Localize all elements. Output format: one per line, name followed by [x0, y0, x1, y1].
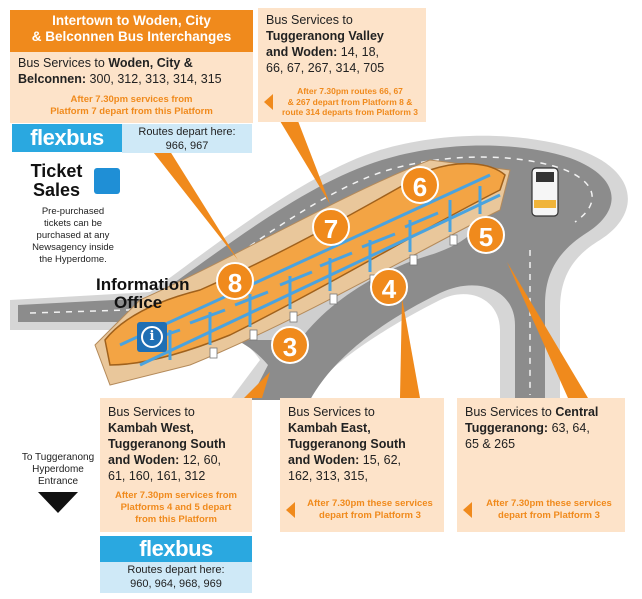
- valley-note-line2: & 267 depart from Platform 8 &: [287, 96, 413, 107]
- valley-note-line1: After 7.30pm routes 66, 67: [297, 86, 403, 96]
- valley-note-line3: route 314 departs from Platform 3: [281, 107, 419, 117]
- bus: [531, 167, 559, 217]
- west-note-line3: from this Platform: [135, 514, 217, 525]
- interchange-header: Intertown to Woden, City & Belconnen Bus…: [10, 10, 253, 52]
- valley-line4: 66, 67, 267, 314, 705: [266, 61, 385, 75]
- central-line2-bold: Tuggeranong:: [465, 421, 549, 435]
- flexbus-logo-top: flexbus: [12, 124, 122, 152]
- west-services-box: Bus Services to Kambah West, Tuggeranong…: [100, 398, 252, 532]
- interchange-header-line1: Intertown to Woden, City: [52, 13, 211, 28]
- central-services-text: Bus Services to Central Tuggeranong: 63,…: [465, 404, 625, 452]
- east-line2: Kambah East,: [288, 421, 371, 435]
- east-services-text: Bus Services to Kambah East, Tuggeranong…: [288, 404, 444, 484]
- ticket-title-line2: Sales: [32, 180, 81, 200]
- info-office-line1: Information: [96, 275, 190, 294]
- valley-line1: Bus Services to: [266, 13, 353, 27]
- ticket-title-line1: Ticket: [30, 161, 83, 181]
- east-line5: 162, 313, 315,: [288, 469, 368, 483]
- info-office-line2: Office: [114, 293, 163, 312]
- west-note-line2: Platforms 4 and 5 depart: [120, 502, 232, 513]
- entrance-line2: Hyperdome: [32, 464, 84, 475]
- west-line4-bold: and Woden:: [108, 453, 180, 467]
- entrance-arrow-icon: [38, 492, 78, 513]
- info-icon: i: [137, 322, 167, 352]
- interchange-services-text: Bus Services to Woden, City & Belconnen:…: [18, 55, 253, 87]
- platform-6-badge: 6: [401, 166, 439, 204]
- east-note-line2: depart from Platform 3: [319, 510, 421, 521]
- central-line1-prefix: Bus Services to: [465, 405, 556, 419]
- west-line5: 61, 160, 161, 312: [108, 469, 206, 483]
- east-line4-rest: 15, 62,: [359, 453, 401, 467]
- west-note: After 7.30pm services from Platforms 4 a…: [100, 490, 252, 526]
- east-services-box: Bus Services to Kambah East, Tuggeranong…: [280, 398, 444, 532]
- east-line4-bold: and Woden:: [288, 453, 360, 467]
- platform-4-badge: 4: [370, 268, 408, 306]
- ticket-icon: [94, 168, 120, 194]
- central-note-arrow-icon: [463, 502, 472, 518]
- interchange-service-prefix: Bus Services to: [18, 56, 109, 70]
- flexbus-routes-top: Routes depart here: 966, 967: [122, 124, 252, 153]
- pointer-lines: [150, 121, 588, 398]
- west-line1: Bus Services to: [108, 405, 195, 419]
- interchange-routes: 300, 312, 313, 314, 315: [86, 72, 222, 86]
- ticket-desc-line3: purchased at any: [36, 230, 110, 241]
- east-note: After 7.30pm these services depart from …: [296, 498, 444, 522]
- platform-8-badge: 8: [216, 262, 254, 300]
- flexbus-routes-top-label: Routes depart here:: [138, 126, 236, 138]
- interchange-service-dest2: Belconnen:: [18, 72, 87, 86]
- flexbus-routes-bottom-values: 960, 964, 968, 969: [130, 578, 222, 590]
- interchange-header-line2: & Belconnen Bus Interchanges: [31, 29, 232, 44]
- west-line4-rest: 12, 60,: [179, 453, 221, 467]
- valley-line3-rest: 14, 18,: [337, 45, 379, 59]
- central-line3: 65 & 265: [465, 437, 516, 451]
- central-services-box: Bus Services to Central Tuggeranong: 63,…: [457, 398, 625, 532]
- valley-line2: Tuggeranong Valley: [266, 29, 384, 43]
- west-line2: Kambah West,: [108, 421, 194, 435]
- information-office: Information Office: [96, 276, 216, 312]
- valley-services-text: Bus Services to Tuggeranong Valley and W…: [266, 12, 426, 76]
- flexbus-routes-bottom-label: Routes depart here:: [127, 564, 225, 576]
- east-note-line1: After 7.30pm these services: [307, 498, 433, 509]
- west-services-text: Bus Services to Kambah West, Tuggeranong…: [108, 404, 252, 484]
- east-line1: Bus Services to: [288, 405, 375, 419]
- central-line2-rest: 63, 64,: [548, 421, 590, 435]
- entrance-line1: To Tuggeranong: [21, 452, 95, 463]
- ticket-desc-line5: the Hyperdome.: [39, 254, 107, 265]
- west-note-line1: After 7.30pm services from: [115, 490, 237, 501]
- ticket-desc-line1: Pre-purchased: [41, 206, 105, 217]
- flexbus-routes-top-values: 966, 967: [165, 140, 209, 152]
- valley-services-box: Bus Services to Tuggeranong Valley and W…: [258, 8, 426, 122]
- ticket-desc-line4: Newsagency inside: [32, 242, 114, 253]
- platform-7-badge: 7: [312, 208, 350, 246]
- entrance-line3: Entrance: [37, 476, 79, 487]
- interchange-note: After 7.30pm services from Platform 7 de…: [10, 94, 253, 118]
- interchange-services-box: Intertown to Woden, City & Belconnen Bus…: [10, 10, 253, 123]
- east-line3: Tuggeranong South: [288, 437, 406, 451]
- central-note-line1: After 7.30pm these services: [486, 498, 612, 509]
- interchange-note-line1: After 7.30pm services from: [70, 94, 193, 105]
- platform-3-badge: 3: [271, 326, 309, 364]
- platform-5-badge: 5: [467, 216, 505, 254]
- ticket-sales: Ticket Sales Pre-purchased tickets can b…: [14, 162, 136, 266]
- ticket-desc-line2: tickets can be: [43, 218, 103, 229]
- central-note: After 7.30pm these services depart from …: [473, 498, 625, 522]
- valley-note: After 7.30pm routes 66, 67 & 267 depart …: [274, 86, 426, 118]
- east-note-arrow-icon: [286, 502, 295, 518]
- west-line3: Tuggeranong South: [108, 437, 226, 451]
- central-note-line2: depart from Platform 3: [498, 510, 600, 521]
- flexbus-logo-bottom: flexbus: [100, 536, 252, 562]
- interchange-service-dest: Woden, City &: [108, 56, 193, 70]
- valley-note-arrow-icon: [264, 94, 273, 110]
- interchange-note-line2: Platform 7 depart from this Platform: [50, 106, 213, 117]
- flexbus-routes-bottom: Routes depart here: 960, 964, 968, 969: [100, 562, 252, 593]
- central-line1-bold: Central: [555, 405, 599, 419]
- entrance-label: To Tuggeranong Hyperdome Entrance: [8, 452, 108, 488]
- valley-line3-bold: and Woden:: [266, 45, 338, 59]
